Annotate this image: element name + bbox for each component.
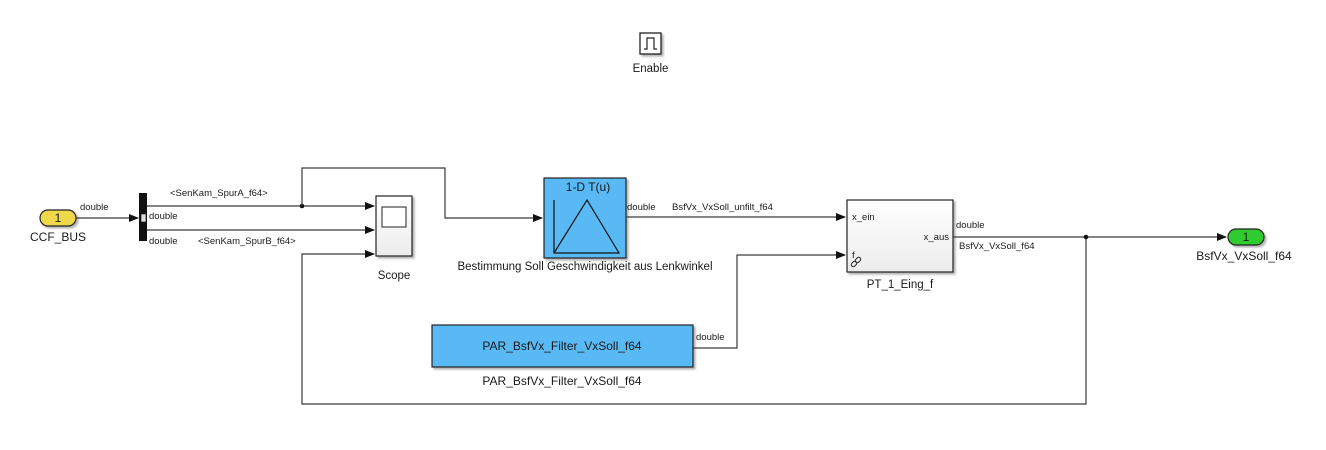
bus-out2-signal: <SenKam_SpurB_f64>: [198, 236, 296, 247]
wire-spurA-to-lookup[interactable]: [301, 167, 543, 222]
inport-ccf-bus[interactable]: 1 CCF_BUS: [30, 209, 86, 244]
outport-number: 1: [1243, 230, 1250, 244]
lookup-curve-icon: [553, 198, 621, 254]
lookup-output-type: double: [627, 202, 656, 213]
bus-selector[interactable]: [139, 193, 147, 241]
constant-block[interactable]: PAR_BsfVx_Filter_VxSoll_f64 PAR_BsfVx_Fi…: [431, 324, 694, 388]
pt1-in1-label: x_ein: [852, 212, 875, 223]
constant-value: PAR_BsfVx_Filter_VxSoll_f64: [482, 339, 642, 353]
link-icon: [850, 256, 862, 268]
constant-output-type: double: [696, 332, 725, 343]
pt1-subsystem-block[interactable]: x_ein f x_aus PT_1_Eing_f: [846, 199, 954, 291]
inport-number: 1: [55, 211, 62, 225]
wire-label-inport-type: double: [80, 202, 109, 213]
scope-block[interactable]: Scope: [375, 195, 413, 282]
lookup-output-signal: BsfVx_VxSoll_unfilt_f64: [672, 202, 773, 213]
outport-bsfvx-vxsoll[interactable]: 1 BsfVx_VxSoll_f64: [1196, 228, 1292, 263]
wire-constant-to-pt1[interactable]: [693, 251, 846, 349]
inport-name: CCF_BUS: [30, 230, 86, 244]
lookup-title: 1-D T(u): [566, 180, 610, 194]
pt1-output-type: double: [956, 220, 985, 231]
constant-name: PAR_BsfVx_Filter_VxSoll_f64: [482, 374, 642, 388]
lookup-table-block[interactable]: 1-D T(u) Bestimmung Soll Geschwindigkeit…: [457, 177, 713, 273]
bus-out1-type: double: [149, 211, 178, 222]
outport-name: BsfVx_VxSoll_f64: [1196, 249, 1292, 263]
lookup-name: Bestimmung Soll Geschwindigkeit aus Lenk…: [457, 261, 712, 273]
scope-label: Scope: [378, 270, 411, 282]
pulse-icon: [644, 37, 657, 50]
pt1-name: PT_1_Eing_f: [867, 279, 934, 291]
pt1-out-label: x_aus: [924, 232, 950, 243]
bus-out2-type: double: [149, 236, 178, 247]
pt1-output-signal: BsfVx_VxSoll_f64: [959, 241, 1035, 252]
wire-feedback-to-scope[interactable]: [301, 237, 1087, 405]
pt1-in2-label: f: [852, 250, 855, 261]
enable-label: Enable: [633, 63, 669, 75]
bus-out1-signal: <SenKam_SpurA_f64>: [170, 188, 268, 199]
branch-point-output: [1083, 234, 1089, 240]
enable-block[interactable]: Enable: [633, 32, 669, 75]
